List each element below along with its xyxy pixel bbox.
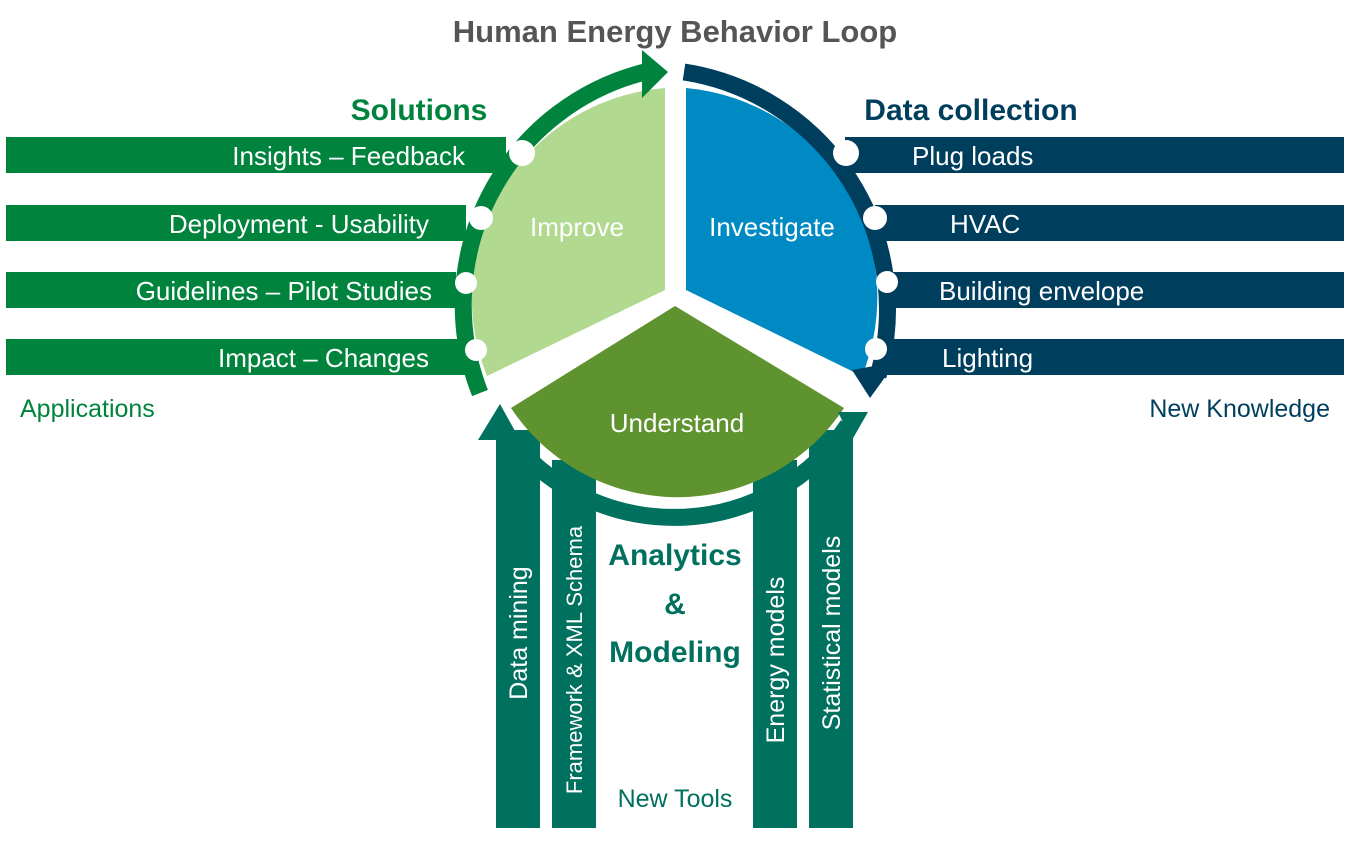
data-collection-heading: Data collection xyxy=(864,94,1077,127)
analytics-heading-line2: & xyxy=(664,588,686,621)
diagram-title: Human Energy Behavior Loop xyxy=(453,14,897,49)
solutions-bar-2 xyxy=(6,205,466,241)
connector-dots xyxy=(455,140,898,361)
solutions-item-2: Deployment - Usability xyxy=(169,209,429,239)
data-collection-bars xyxy=(845,137,1344,375)
dot-deployment xyxy=(469,206,493,230)
data-collection-arc xyxy=(682,63,896,379)
solutions-heading: Solutions xyxy=(351,94,488,127)
solutions-bars xyxy=(6,137,506,375)
analytics-arrowhead xyxy=(478,404,520,440)
analytics-heading-line3: Modeling xyxy=(609,636,741,669)
analytics-arc-end xyxy=(838,412,868,440)
solutions-bar-3 xyxy=(6,272,456,308)
solutions-footer: Applications xyxy=(20,395,155,423)
dot-building-envelope xyxy=(876,271,898,293)
analytics-bar-3 xyxy=(753,460,797,828)
analytics-bars xyxy=(496,430,853,828)
data-bar-2 xyxy=(875,205,1344,241)
dot-hvac xyxy=(863,206,887,230)
data-bar-4 xyxy=(875,339,1344,375)
improve-label: Improve xyxy=(530,212,624,242)
improve-segment xyxy=(471,88,665,376)
dot-insights xyxy=(509,140,535,166)
data-collection-footer: New Knowledge xyxy=(1149,395,1330,423)
solutions-bar-4 xyxy=(6,339,466,375)
analytics-arc xyxy=(492,420,856,526)
understand-segment xyxy=(511,306,844,498)
analytics-item-2: Framework & XML Schema xyxy=(562,525,587,794)
dot-guidelines xyxy=(455,272,477,294)
investigate-segment xyxy=(686,88,878,376)
analytics-bar-4 xyxy=(809,430,853,828)
analytics-item-3: Energy models xyxy=(762,577,790,744)
dot-plug-loads xyxy=(833,140,859,166)
solutions-item-4: Impact – Changes xyxy=(218,343,429,373)
data-item-1: Plug loads xyxy=(912,141,1033,171)
data-collection-arrowhead xyxy=(852,362,896,398)
solutions-arrowhead xyxy=(642,50,668,98)
analytics-heading-line1: Analytics xyxy=(608,539,741,572)
dot-lighting xyxy=(865,338,887,360)
analytics-item-1: Data mining xyxy=(505,566,533,699)
data-bar-1 xyxy=(845,137,1344,173)
investigate-label: Investigate xyxy=(709,212,835,242)
analytics-footer: New Tools xyxy=(618,785,733,813)
dot-impact xyxy=(465,339,487,361)
data-item-3: Building envelope xyxy=(939,276,1144,306)
data-item-2: HVAC xyxy=(950,209,1020,239)
solutions-item-1: Insights – Feedback xyxy=(232,141,466,171)
data-item-4: Lighting xyxy=(942,343,1033,373)
analytics-item-4: Statistical models xyxy=(818,536,846,731)
analytics-bar-2 xyxy=(552,460,596,828)
data-bar-3 xyxy=(885,272,1344,308)
solutions-bar-1 xyxy=(6,137,506,173)
understand-label: Understand xyxy=(610,408,744,438)
analytics-bar-1 xyxy=(496,430,540,828)
solutions-item-3: Guidelines – Pilot Studies xyxy=(136,276,432,306)
solutions-arc xyxy=(454,63,648,397)
